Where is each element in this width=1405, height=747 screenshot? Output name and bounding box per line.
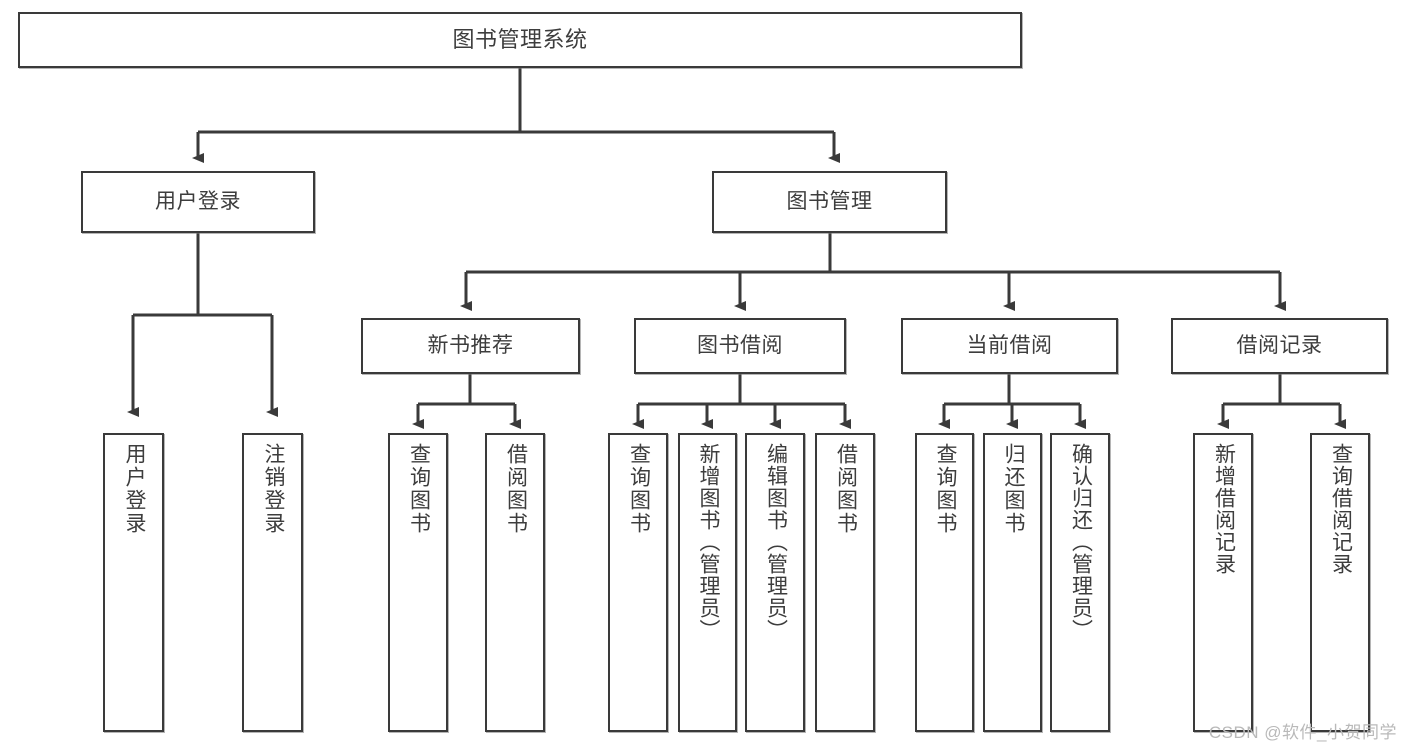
node-root-label: 图书管理系统 — [452, 26, 588, 52]
node-leaf-return-book-label: 归还图书 — [1001, 443, 1025, 535]
node-leaf-query-book-3-label: 查询图书 — [933, 443, 957, 535]
node-user-login[interactable]: 用户登录 — [81, 171, 315, 233]
node-leaf-confirm-return-admin[interactable]: 确认归还（管理员） — [1050, 433, 1110, 732]
node-book-borrow[interactable]: 图书借阅 — [634, 318, 846, 374]
node-leaf-query-book-2-label: 查询图书 — [627, 443, 651, 535]
node-leaf-borrow-book-2-label: 借阅图书 — [834, 443, 858, 535]
node-leaf-query-book-3[interactable]: 查询图书 — [915, 433, 974, 732]
node-leaf-edit-book-admin-label: 编辑图书（管理员） — [764, 443, 788, 641]
node-leaf-edit-book-admin[interactable]: 编辑图书（管理员） — [745, 433, 805, 732]
node-leaf-add-borrow-record-label: 新增借阅记录 — [1212, 443, 1236, 575]
node-book-management[interactable]: 图书管理 — [712, 171, 947, 233]
node-leaf-query-borrow-record[interactable]: 查询借阅记录 — [1310, 433, 1370, 732]
node-new-book-recommend[interactable]: 新书推荐 — [361, 318, 580, 374]
node-leaf-add-book-admin[interactable]: 新增图书（管理员） — [678, 433, 737, 732]
node-leaf-query-borrow-record-label: 查询借阅记录 — [1329, 443, 1353, 575]
node-leaf-add-borrow-record[interactable]: 新增借阅记录 — [1193, 433, 1253, 732]
node-root[interactable]: 图书管理系统 — [18, 12, 1022, 68]
node-leaf-query-book-2[interactable]: 查询图书 — [608, 433, 668, 732]
node-current-borrow-label: 当前借阅 — [966, 334, 1053, 358]
node-leaf-logout[interactable]: 注销登录 — [242, 433, 303, 732]
node-leaf-borrow-book-1-label: 借阅图书 — [504, 443, 528, 535]
node-leaf-add-book-admin-label: 新增图书（管理员） — [696, 443, 720, 641]
node-leaf-return-book[interactable]: 归还图书 — [983, 433, 1042, 732]
node-leaf-query-book-1-label: 查询图书 — [407, 443, 431, 535]
node-leaf-logout-label: 注销登录 — [261, 443, 285, 535]
node-user-login-label: 用户登录 — [155, 190, 241, 214]
node-book-borrow-label: 图书借阅 — [697, 334, 783, 358]
node-new-book-recommend-label: 新书推荐 — [427, 334, 514, 358]
node-book-management-label: 图书管理 — [786, 190, 873, 214]
node-borrow-record-label: 借阅记录 — [1236, 334, 1323, 358]
node-leaf-user-login[interactable]: 用户登录 — [103, 433, 164, 732]
node-current-borrow[interactable]: 当前借阅 — [901, 318, 1118, 374]
node-leaf-user-login-label: 用户登录 — [122, 443, 146, 535]
node-leaf-borrow-book-1[interactable]: 借阅图书 — [485, 433, 545, 732]
node-leaf-query-book-1[interactable]: 查询图书 — [388, 433, 448, 732]
node-leaf-borrow-book-2[interactable]: 借阅图书 — [815, 433, 875, 732]
node-borrow-record[interactable]: 借阅记录 — [1171, 318, 1388, 374]
node-leaf-confirm-return-admin-label: 确认归还（管理员） — [1069, 443, 1093, 641]
